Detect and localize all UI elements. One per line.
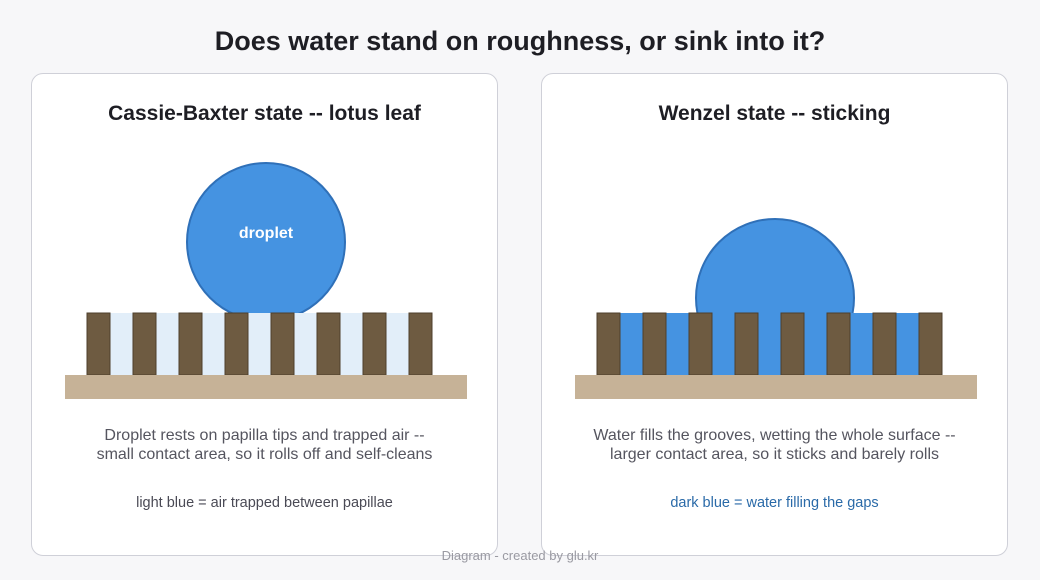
papilla: [780, 312, 805, 376]
air-gap: [294, 313, 318, 375]
cassie-baxter-panel: Cassie-Baxter state -- lotus leaf drople…: [31, 73, 498, 556]
air-gap: [156, 313, 180, 375]
papilla: [688, 312, 713, 376]
droplet: [186, 162, 346, 322]
water-legend-note: dark blue = water filling the gaps: [670, 495, 879, 511]
papilla: [224, 312, 249, 376]
air-legend-note: light blue = air trapped between papilla…: [136, 495, 393, 511]
substrate: [575, 375, 977, 399]
wenzel-description: Water fills the grooves, wetting the who…: [542, 426, 1007, 464]
description-line: Water fills the grooves, wetting the who…: [593, 427, 956, 444]
papilla: [596, 312, 621, 376]
papilla: [316, 312, 341, 376]
air-gap: [202, 313, 226, 375]
water-gap: [758, 313, 782, 375]
footer-credit: Diagram - created by glu.kr: [441, 548, 599, 563]
papilla: [270, 312, 295, 376]
papilla: [408, 312, 433, 376]
papilla: [642, 312, 667, 376]
description-line: small contact area, so it rolls off and …: [96, 446, 433, 463]
water-gap: [666, 313, 690, 375]
papilla: [918, 312, 943, 376]
cassie-baxter-illustration: droplet: [65, 162, 467, 399]
papilla: [734, 312, 759, 376]
papilla: [362, 312, 387, 376]
papilla: [132, 312, 157, 376]
water-gap: [896, 313, 920, 375]
description-line: larger contact area, so it sticks and ba…: [609, 446, 940, 463]
cassie-baxter-description: Droplet rests on papilla tips and trappe…: [32, 426, 497, 464]
substrate: [65, 375, 467, 399]
page-title: Does water stand on roughness, or sink i…: [214, 26, 826, 56]
papilla: [86, 312, 111, 376]
wenzel-illustration: [575, 218, 977, 399]
papilla: [826, 312, 851, 376]
water-gap: [804, 313, 828, 375]
sunken-droplet: [695, 218, 855, 313]
air-gap: [386, 313, 410, 375]
wenzel-panel: Wenzel state -- sticking: [541, 73, 1008, 556]
air-gap: [248, 313, 272, 375]
droplet-label: droplet: [239, 225, 294, 242]
papilla: [872, 312, 897, 376]
water-gap: [712, 313, 736, 375]
wenzel-title: Wenzel state -- sticking: [658, 102, 891, 125]
papilla: [178, 312, 203, 376]
air-gap: [110, 313, 134, 375]
water-gap: [620, 313, 644, 375]
water-gap: [850, 313, 874, 375]
cassie-baxter-title: Cassie-Baxter state -- lotus leaf: [108, 102, 421, 125]
description-line: Droplet rests on papilla tips and trappe…: [104, 427, 425, 444]
air-gap: [340, 313, 364, 375]
